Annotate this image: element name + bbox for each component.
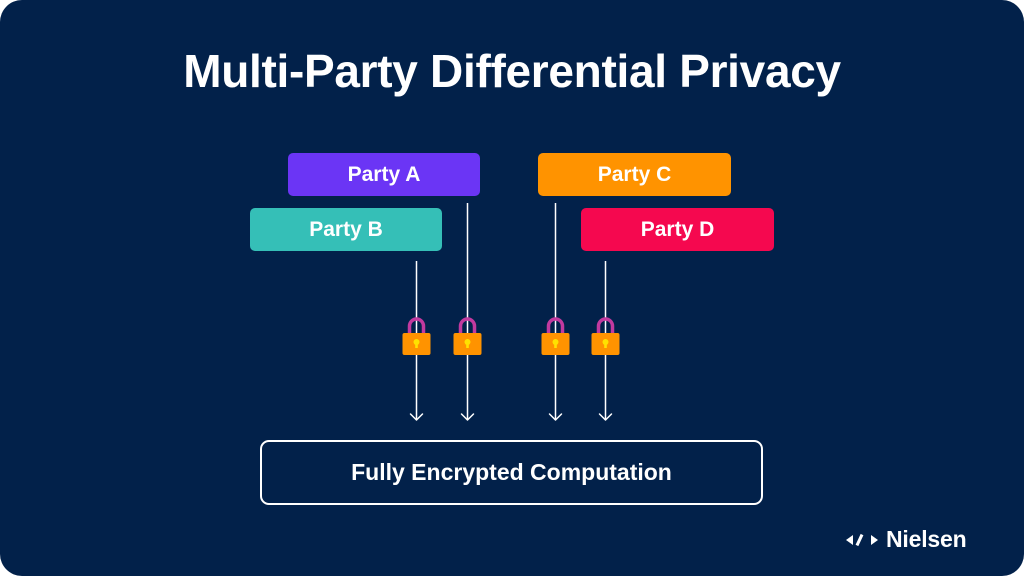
padlock-icon	[541, 317, 570, 355]
arrow-down-icon	[460, 413, 475, 421]
diagram-title: Multi-Party Differential Privacy	[183, 45, 841, 97]
padlock-icon	[453, 317, 482, 355]
padlock-icon	[591, 317, 620, 355]
arrow-down-icon	[409, 413, 424, 421]
encrypted-computation-box: Fully Encrypted Computation	[260, 440, 763, 505]
party-d-box: Party D	[581, 208, 774, 251]
encrypted-computation-label: Fully Encrypted Computation	[351, 459, 672, 485]
arrow-down-icon	[598, 413, 613, 421]
arrow-down-icon	[548, 413, 563, 421]
brand-logo: Nielsen	[844, 526, 967, 553]
party-c-box: Party C	[538, 153, 731, 196]
nielsen-logo-icon	[846, 533, 878, 546]
brand-name: Nielsen	[886, 526, 967, 552]
padlock-icon	[402, 317, 431, 355]
party-a-box: Party A	[288, 153, 480, 196]
party-b-box: Party B	[250, 208, 442, 251]
